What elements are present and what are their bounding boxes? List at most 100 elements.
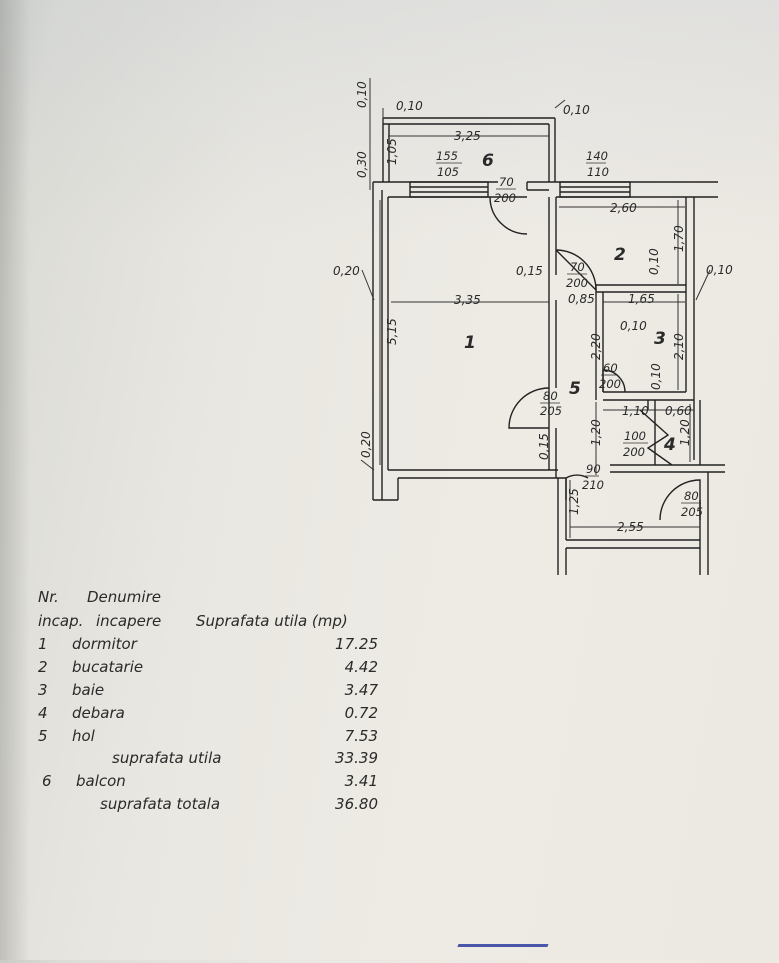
- dim-partition-1-5: 0,15: [516, 264, 543, 278]
- dim-balcony-wall: 0,30: [355, 151, 369, 178]
- paper-shade: [0, 0, 779, 240]
- balcony-outline: [382, 117, 556, 182]
- door-hall-width: 90: [586, 462, 601, 476]
- legend-header-nr: Nr.: [38, 588, 59, 606]
- door-kitchen-height: 200: [566, 276, 588, 290]
- door-entry: [659, 479, 701, 521]
- legend-row-area: 0.72: [344, 704, 378, 722]
- dim-balcony-width: 3,25: [454, 129, 481, 143]
- paper-fold-shadow: [0, 0, 30, 960]
- dim-kitchen-depth: 1,70: [672, 225, 686, 252]
- dim-storage-depth: 0,60: [665, 404, 692, 418]
- dim-hall-segment: 1,20: [589, 419, 603, 446]
- door-balcony: [489, 196, 528, 235]
- window-room-1: [409, 181, 489, 198]
- legend-row-nr: 1: [38, 635, 48, 653]
- room-5-walls: [557, 472, 709, 575]
- door-kitchen: [555, 249, 597, 291]
- legend-row-name: suprafata totala: [100, 795, 221, 813]
- window-kitchen-width: 140: [586, 149, 608, 163]
- dim-room-1-bottom-wall: 0,20: [359, 431, 373, 458]
- room-number-4: 4: [663, 435, 676, 455]
- door-kitchen-width: 70: [570, 260, 585, 274]
- door-hall-height: 210: [582, 478, 604, 492]
- door-bath-width: 60: [603, 361, 618, 375]
- door-entry-width: 80: [684, 489, 699, 503]
- dim-leader-bottom-wall: [360, 459, 375, 471]
- dim-room-1-left-wall: 0,20: [333, 264, 360, 278]
- door-storage-width: 100: [624, 429, 646, 443]
- dim-hall-length: 2,20: [589, 333, 603, 360]
- dim-balcony-left-post: 0,10: [355, 81, 369, 108]
- legend-header-nr-2: incap.: [38, 612, 84, 630]
- legend-row-area: 3.41: [344, 772, 378, 790]
- door-hall: [565, 474, 589, 500]
- pen-mark: [451, 944, 549, 963]
- room-number-5: 5: [569, 379, 581, 399]
- legend-header-name: Denumire: [87, 588, 161, 606]
- dim-bath-length: 2,10: [672, 333, 686, 360]
- room-number-3: 3: [654, 329, 666, 349]
- dim-partition-1-5-lower: 0,15: [537, 433, 551, 460]
- dim-bath-width: 1,65: [628, 292, 655, 306]
- window-kitchen-height: 110: [587, 165, 609, 179]
- dim-hall-offset: 0,85: [568, 292, 595, 306]
- door-storage-height: 200: [623, 445, 645, 459]
- legend-row-area: 7.53: [344, 727, 378, 745]
- dim-storage-length: 1,20: [678, 419, 692, 446]
- door-room-1-width: 80: [543, 389, 558, 403]
- dim-storage-width: 1,10: [622, 404, 649, 418]
- legend-row-name: dormitor: [72, 635, 137, 653]
- dim-kitchen-partition: 0,10: [647, 248, 661, 275]
- legend-row-area: 33.39: [335, 749, 378, 767]
- door-balcony-height: 200: [494, 191, 516, 205]
- dim-entry-depth: 1,25: [567, 488, 581, 515]
- dim-balcony-depth: 1,05: [385, 138, 399, 165]
- legend-row-name: suprafata utila: [112, 749, 222, 767]
- partition-1-5: [526, 181, 557, 478]
- legend-row-nr: 5: [38, 727, 48, 745]
- room-4-walls: [610, 400, 725, 473]
- room-number-2: 2: [614, 245, 626, 265]
- floor-plan: 0,10 0,10 3,25 0,20 3,35 0,15 2,60 0,10 …: [333, 78, 733, 575]
- dim-kitchen-width: 2,60: [610, 201, 637, 215]
- legend-header-area: Suprafata utila (mp): [196, 612, 348, 630]
- window-kitchen: [559, 181, 631, 198]
- door-storage: [639, 409, 673, 466]
- legend-row-nr: 4: [38, 704, 48, 722]
- door-bath: [602, 369, 626, 393]
- legend-row-nr: 6: [42, 772, 52, 790]
- dim-leader-left-wall: [361, 269, 375, 301]
- window-room-1-height: 105: [437, 165, 459, 179]
- door-bath-height: 200: [599, 377, 621, 391]
- legend-row-name: debara: [72, 704, 125, 722]
- legend-row-name: baie: [72, 681, 105, 699]
- dim-bath-wall-inner: 0,10: [620, 319, 647, 333]
- legend-row-nr: 2: [38, 658, 48, 676]
- door-room-1: [508, 387, 550, 429]
- legend-row-nr: 3: [38, 681, 48, 699]
- legend-row-name: bucatarie: [72, 658, 144, 676]
- room-number-6: 6: [482, 151, 494, 171]
- legend-row-name: balcon: [76, 772, 126, 790]
- room-number-1: 1: [464, 333, 476, 353]
- dim-balcony-top-left: 0,10: [396, 99, 423, 113]
- legend-row-area: 4.42: [344, 658, 378, 676]
- dim-tick-balcony-right: [554, 99, 566, 109]
- door-balcony-width: 70: [499, 175, 514, 189]
- dim-room-1-length: 5,15: [385, 318, 399, 345]
- legend-header-name-2: incapere: [96, 612, 162, 630]
- legend-row-name: hol: [72, 727, 95, 745]
- legend-row-area: 17.25: [335, 635, 378, 653]
- legend-row-area: 3.47: [344, 681, 378, 699]
- dim-entry-width: 2,55: [617, 520, 644, 534]
- door-entry-height: 205: [681, 505, 703, 519]
- dim-balcony-top-right: 0,10: [563, 103, 590, 117]
- dim-leader-right-wall: [695, 269, 711, 301]
- door-room-1-height: 205: [540, 404, 562, 418]
- legend-row-area: 36.80: [335, 795, 378, 813]
- dim-room-1-width: 3,35: [454, 293, 481, 307]
- dim-right-wall: 0,10: [706, 263, 733, 277]
- window-room-1-width: 155: [436, 149, 458, 163]
- dim-bath-partition: 0,10: [649, 363, 663, 390]
